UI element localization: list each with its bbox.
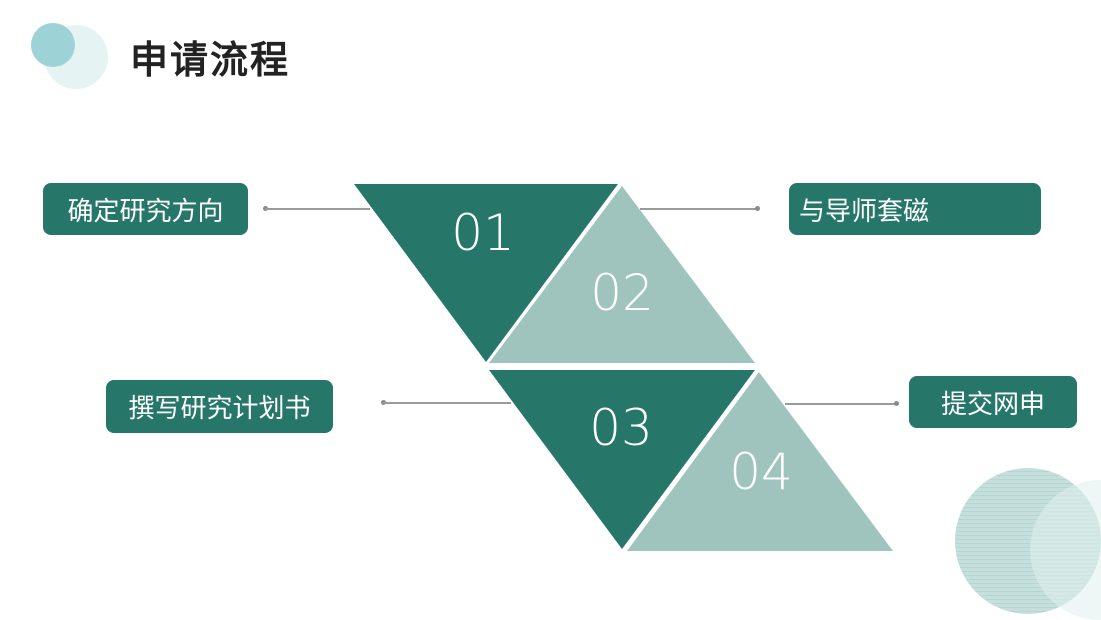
- step-label-03-text: 撰写研究计划书: [128, 394, 311, 424]
- step-number-03: 03: [589, 399, 653, 457]
- connector-line-03: [383, 402, 511, 404]
- triangle-step-01: [354, 184, 618, 362]
- step-label-02-text: 与导师套磁: [799, 196, 930, 227]
- connector-line-01: [265, 208, 370, 210]
- step-number-04: 04: [729, 443, 793, 501]
- step-label-04-text: 提交网申: [940, 389, 1045, 420]
- step-label-04: 提交网申: [909, 376, 1077, 428]
- connector-dot-02: [755, 206, 760, 211]
- step-number-02: 02: [590, 264, 654, 322]
- connector-dot-04: [894, 401, 899, 406]
- step-label-01-text: 确定研究方向: [67, 196, 224, 227]
- step-number-01: 01: [451, 204, 515, 262]
- step-label-02: 与导师套磁: [789, 183, 1041, 235]
- connector-line-04: [785, 403, 896, 405]
- step-label-01: 确定研究方向: [43, 183, 248, 235]
- step-label-03: 撰写研究计划书: [106, 380, 333, 433]
- connector-line-02: [640, 208, 757, 210]
- decorative-circle-accent: [31, 23, 75, 67]
- triangle-step-04: [627, 372, 893, 551]
- triangle-step-03: [489, 370, 755, 549]
- process-triangles: [354, 184, 893, 551]
- triangle-step-02: [489, 186, 755, 363]
- page-title: 申请流程: [130, 38, 291, 82]
